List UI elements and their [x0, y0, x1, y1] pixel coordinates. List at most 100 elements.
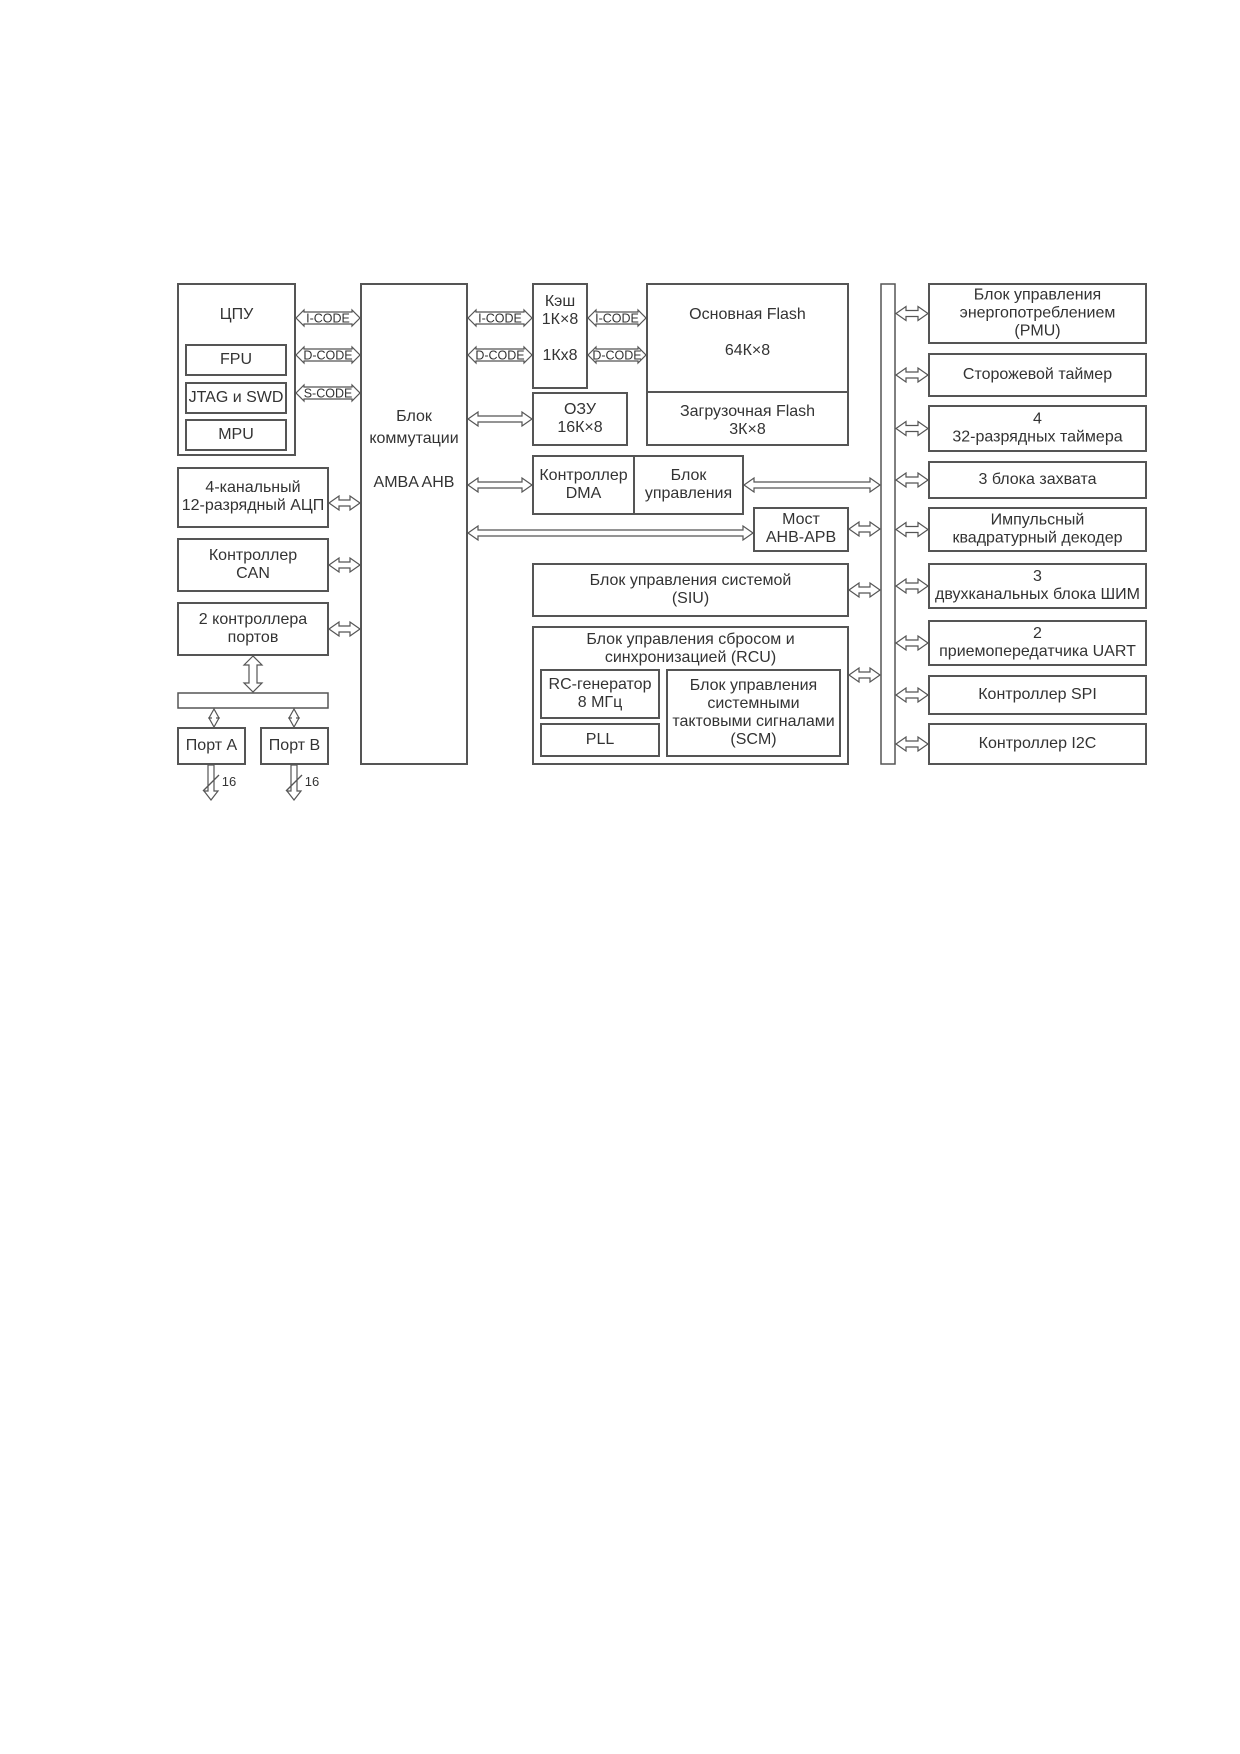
- peripheral-i2c-controller-label: Контроллер I2C: [979, 735, 1097, 752]
- cache-block: [532, 283, 588, 389]
- can-ahb-arrow: [327, 556, 362, 574]
- cache-flash-dcode-arrow-label: D-CODE: [592, 348, 641, 362]
- peripheral-capture-units-label: 3 блока захвата: [978, 471, 1096, 488]
- peripheral-watchdog-timer-block: [928, 353, 1147, 397]
- port-a-block: [177, 727, 246, 765]
- pll-label: PLL: [586, 731, 615, 748]
- ahb-cache-dcode-arrow-label: D-CODE: [475, 348, 524, 362]
- cpu-scode-arrow: [295, 383, 361, 403]
- peripheral-quadrature-decoder-block: [928, 507, 1147, 552]
- peripheral-pwm-units-block: [928, 563, 1147, 609]
- cpu-dcode-arrow: [295, 345, 361, 365]
- ahb-cache-icode-arrow: [467, 308, 533, 328]
- port-a-bus-arrow: [207, 707, 221, 729]
- scm-block: [666, 669, 841, 757]
- mpu-label: MPU: [218, 426, 254, 443]
- peripheral-watchdog-timer-arrow: [894, 366, 930, 384]
- port-a-width-label: 16: [222, 774, 236, 789]
- fpu-block: [185, 344, 287, 376]
- peripheral-spi-controller-block: [928, 675, 1147, 715]
- port-b-bus-arrow: [287, 707, 301, 729]
- jtag-swd-label: JTAG и SWD: [189, 389, 284, 406]
- peripheral-capture-units-arrow: [894, 471, 930, 489]
- cache-flash-dcode-arrow: [587, 345, 647, 365]
- can-controller-block: [177, 538, 329, 592]
- port-a-bus-slash: [202, 774, 220, 792]
- port-ctrl-to-bus-arrow: [242, 655, 264, 693]
- cpu-scode-arrow-label: S-CODE: [304, 386, 353, 400]
- cpu-label: ЦПУ: [220, 306, 254, 323]
- ahb-apb-bridge-block: [753, 507, 849, 552]
- cache-flash-icode-arrow: [587, 308, 647, 328]
- ahb-cache-dcode-arrow: [467, 345, 533, 365]
- peripheral-pwm-units-arrow: [894, 577, 930, 595]
- peripheral-pmu-block: [928, 283, 1147, 344]
- adc-ahb-arrow: [327, 494, 362, 512]
- cpu-dcode-arrow-label: D-CODE: [303, 348, 352, 362]
- rcu-apb-arrow: [847, 666, 882, 684]
- ahb-ram-arrow: [466, 410, 534, 428]
- port-b-label: Порт B: [269, 737, 320, 754]
- jtag-swd-block: [185, 382, 287, 414]
- dma-controller-block: [532, 455, 635, 515]
- dma-control-block: [633, 455, 744, 515]
- fpu-label: FPU: [220, 351, 252, 368]
- rc-generator-block: [540, 669, 660, 719]
- boot-flash-block: [646, 391, 849, 446]
- pll-block: [540, 723, 660, 757]
- peripheral-watchdog-timer-label: Сторожевой таймер: [963, 366, 1112, 383]
- siu-label: Блок управления системой(SIU): [590, 572, 792, 607]
- peripheral-timers-arrow: [894, 420, 930, 437]
- ram-block: [532, 392, 628, 446]
- main-flash-block: [646, 283, 849, 393]
- adc-block: [177, 467, 329, 528]
- port-controllers-block: [177, 602, 329, 656]
- cpu-icode-arrow: [295, 308, 361, 328]
- ahb-bridge-arrow: [466, 524, 755, 542]
- ahb-bus-matrix-block: [360, 283, 468, 765]
- ahb-cache-icode-arrow-label: I-CODE: [478, 311, 522, 325]
- bridge-apb-arrow: [847, 520, 882, 538]
- peripheral-timers-block: [928, 405, 1147, 452]
- mpu-block: [185, 419, 287, 451]
- ahb-dma-arrow: [466, 476, 534, 494]
- cache-flash-icode-arrow-label: I-CODE: [595, 311, 639, 325]
- peripheral-uart-transceivers-arrow: [894, 634, 930, 652]
- peripheral-quadrature-decoder-arrow: [894, 521, 930, 538]
- siu-apb-arrow: [847, 581, 882, 599]
- port-b-block: [260, 727, 329, 765]
- peripheral-i2c-controller-block: [928, 723, 1147, 765]
- port-b-width-label: 16: [305, 774, 319, 789]
- port-b-bus-slash: [285, 774, 303, 792]
- peripheral-spi-controller-label: Контроллер SPI: [978, 686, 1097, 703]
- apb-bus-bar: [880, 283, 896, 765]
- port-bus-bar: [177, 692, 329, 709]
- peripheral-pmu-arrow: [894, 305, 930, 322]
- port-a-label: Порт A: [186, 737, 238, 754]
- dma-apb-arrow: [742, 476, 882, 494]
- siu-block: [532, 563, 849, 617]
- ports-ahb-arrow: [327, 620, 362, 638]
- peripheral-spi-controller-arrow: [894, 686, 930, 704]
- peripheral-i2c-controller-arrow: [894, 735, 930, 753]
- cpu-icode-arrow-label: I-CODE: [306, 311, 350, 325]
